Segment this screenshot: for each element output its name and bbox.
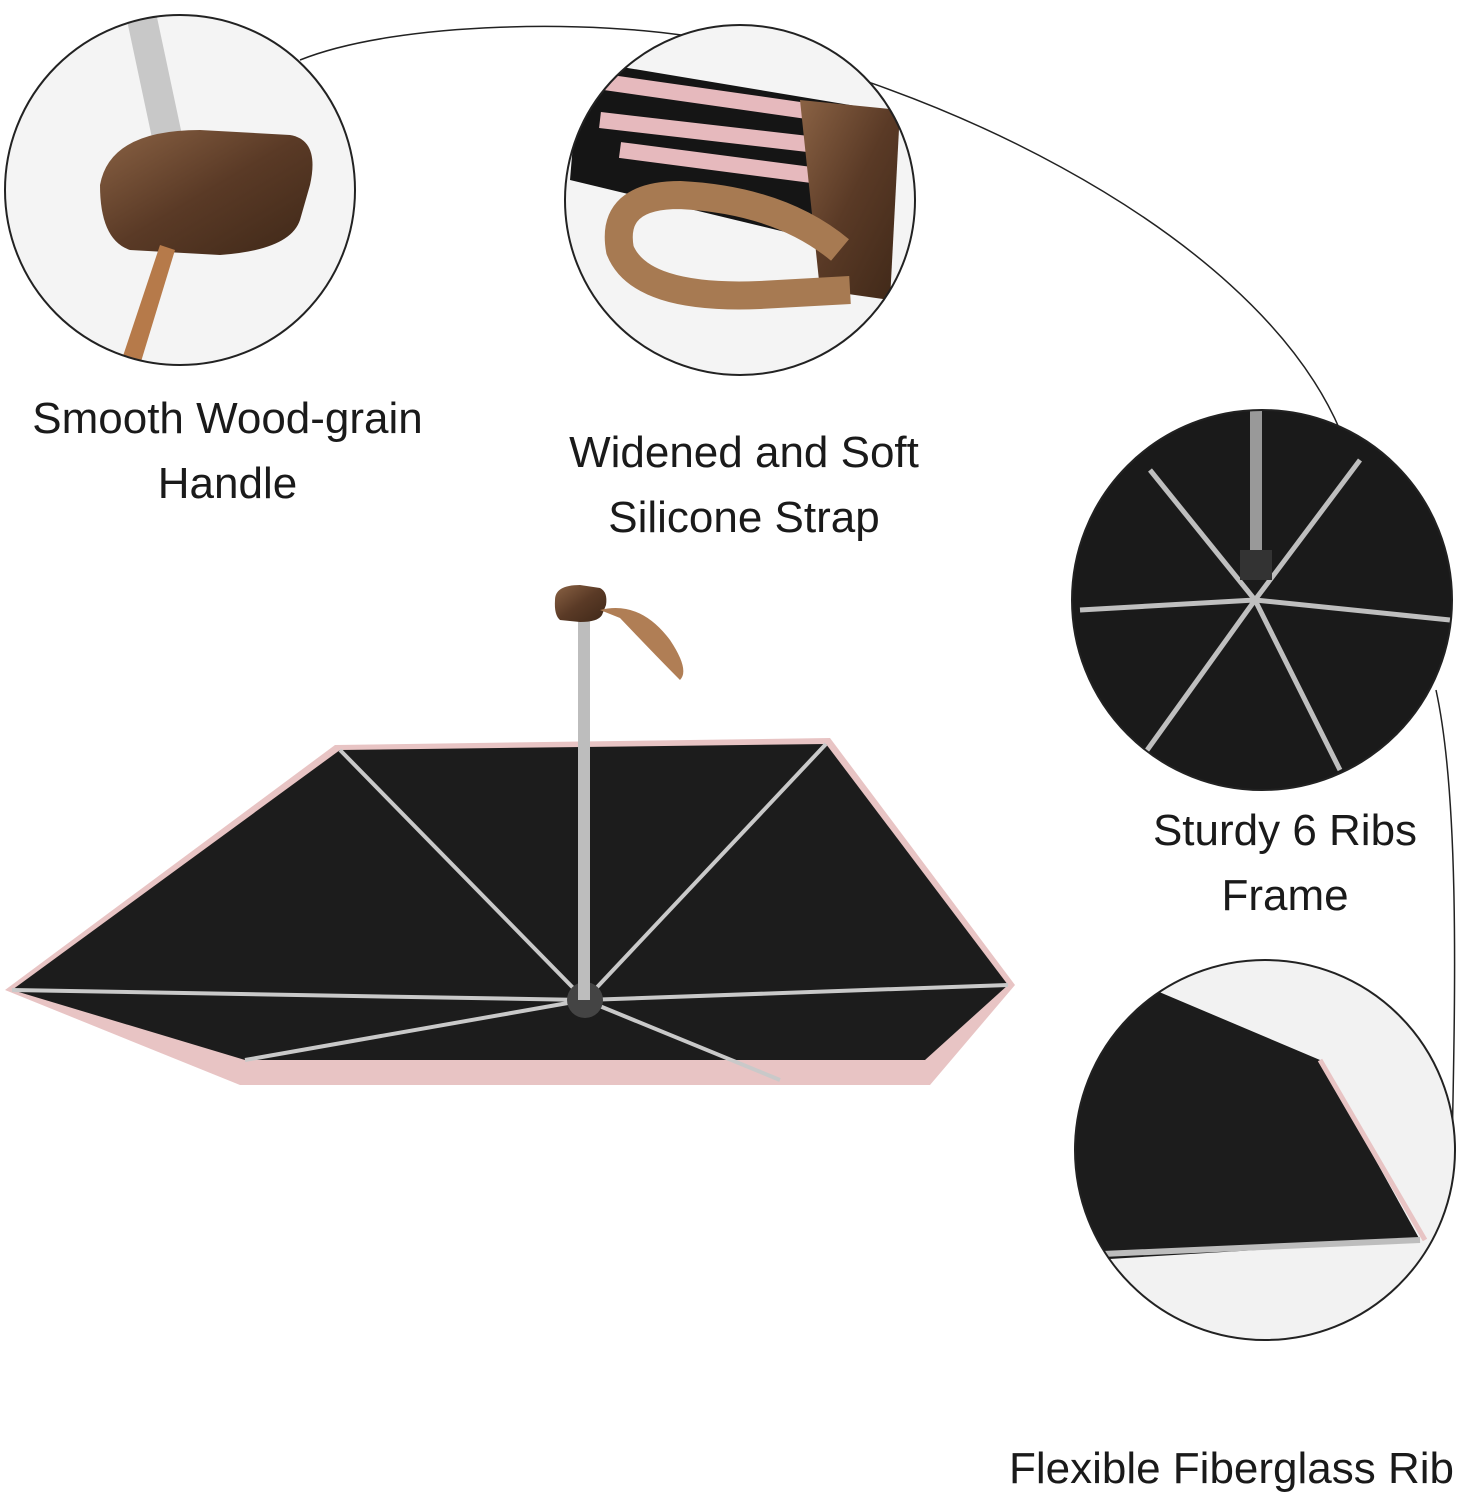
feature-strap-caption: Widened and Soft Silicone Strap bbox=[520, 420, 968, 550]
canopy bbox=[12, 744, 1008, 1060]
feature-fiberglass-caption: Flexible Fiberglass Rib bbox=[985, 1436, 1478, 1501]
umbrella-main bbox=[5, 585, 1015, 1085]
feature-ribs-caption: Sturdy 6 Ribs Frame bbox=[1100, 798, 1470, 928]
strap-closeup bbox=[565, 25, 915, 375]
caption-line: Silicone Strap bbox=[608, 493, 880, 542]
caption-line: Widened and Soft bbox=[569, 428, 919, 477]
caption-line: Frame bbox=[1221, 871, 1349, 920]
caption-line: Flexible Fiberglass Rib bbox=[1008, 1444, 1455, 1493]
caption-line: Smooth Wood-grain bbox=[32, 394, 423, 443]
ribs-closeup bbox=[1072, 410, 1452, 790]
handle-closeup bbox=[5, 15, 355, 365]
fiberglass-rib-closeup bbox=[1075, 960, 1455, 1340]
caption-line: Handle bbox=[157, 459, 298, 508]
feature-handle-caption: Smooth Wood-grain Handle bbox=[0, 386, 455, 516]
caption-line: Sturdy 6 Ribs bbox=[1152, 806, 1418, 855]
